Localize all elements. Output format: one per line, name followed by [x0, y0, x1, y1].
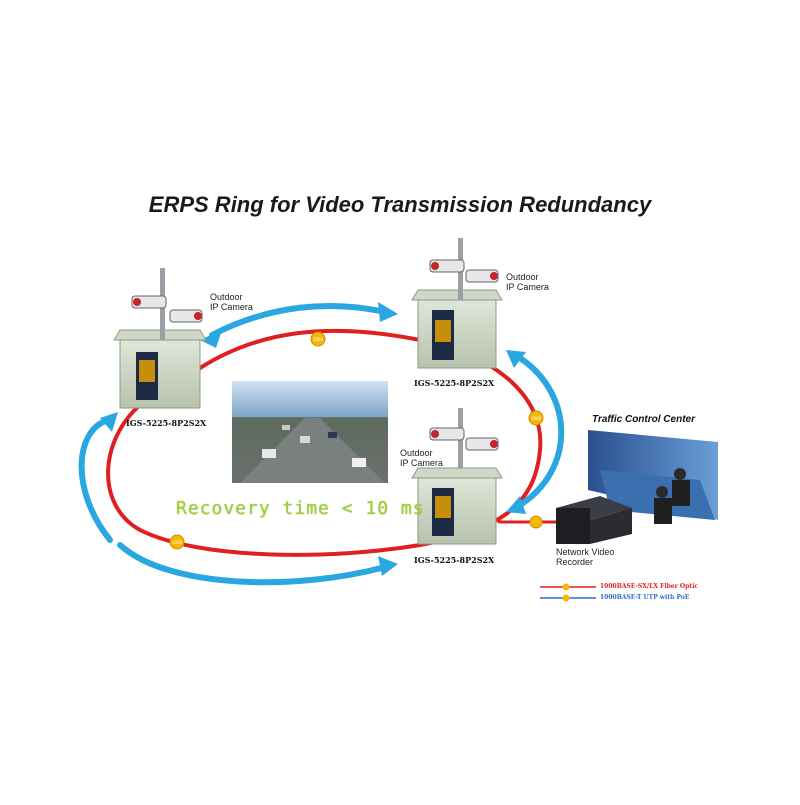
badge-bottom-left [169, 534, 185, 550]
nvr-label: Network Video Recorder [556, 547, 614, 567]
camera-label-line1: Outdoor [506, 272, 539, 282]
link-badges: 1000 1000 1000 [169, 331, 544, 550]
camera-label-line1: Outdoor [400, 448, 433, 458]
camera-pole-bottom [429, 408, 499, 468]
arrow-bottom [117, 542, 388, 586]
cabinet-bottom [411, 467, 503, 545]
camera-label-top: Outdoor IP Camera [506, 272, 549, 292]
nvr-label-line2: Recorder [556, 557, 594, 567]
arrow-top [209, 303, 388, 338]
cabinet-left [113, 329, 207, 409]
arrowhead-top-left [200, 330, 222, 348]
nvr-label-line1: Network Video [556, 547, 615, 557]
arrow-right [517, 355, 565, 508]
arrowhead-top-right [378, 302, 398, 322]
nvr-device [556, 496, 632, 544]
camera-label-line2: IP Camera [400, 458, 443, 468]
traffic-control-center-label: Traffic Control Center [592, 414, 695, 425]
badge-right [528, 410, 544, 426]
recovery-time-text: Recovery time < 10 ms [176, 498, 425, 519]
redundancy-arrows [78, 303, 565, 586]
camera-label-line2: IP Camera [506, 282, 549, 292]
camera-label-bottom: Outdoor IP Camera [400, 448, 443, 468]
arrowhead-right-top [506, 350, 526, 368]
camera-pole-left [131, 268, 203, 340]
highway-photo [232, 381, 388, 483]
badge-top-text: 1000 [313, 337, 324, 342]
switch-label-left: IGS-5225-8P2S2X [126, 418, 207, 428]
camera-pole-top [429, 238, 499, 300]
legend-lines [540, 583, 596, 602]
diagram-title: ERPS Ring for Video Transmission Redunda… [148, 192, 652, 217]
arrow-left [78, 417, 113, 543]
camera-label-left: Outdoor IP Camera [210, 292, 253, 312]
camera-label-line2: IP Camera [210, 302, 253, 312]
fiber-ring [106, 328, 543, 557]
legend-utp: 1000BASE-T UTP with PoE [600, 594, 690, 601]
badge-nvr [529, 515, 543, 529]
badge-top [310, 331, 326, 347]
camera-label-line1: Outdoor [210, 292, 243, 302]
legend-fiber: 1000BASE-SX/LX Fiber Optic [600, 583, 699, 590]
badge-right-text: 1000 [531, 416, 542, 421]
badge-bottom-text: 1000 [172, 540, 183, 545]
cabinet-top [411, 289, 503, 369]
switch-label-top: IGS-5225-8P2S2X [414, 378, 495, 388]
arrowhead-right-bottom [506, 496, 526, 514]
arrowhead-left-top [100, 412, 118, 432]
arrowhead-bottom-right [378, 556, 398, 576]
switch-label-bottom: IGS-5225-8P2S2X [414, 555, 495, 565]
arrow-heads [100, 302, 526, 576]
